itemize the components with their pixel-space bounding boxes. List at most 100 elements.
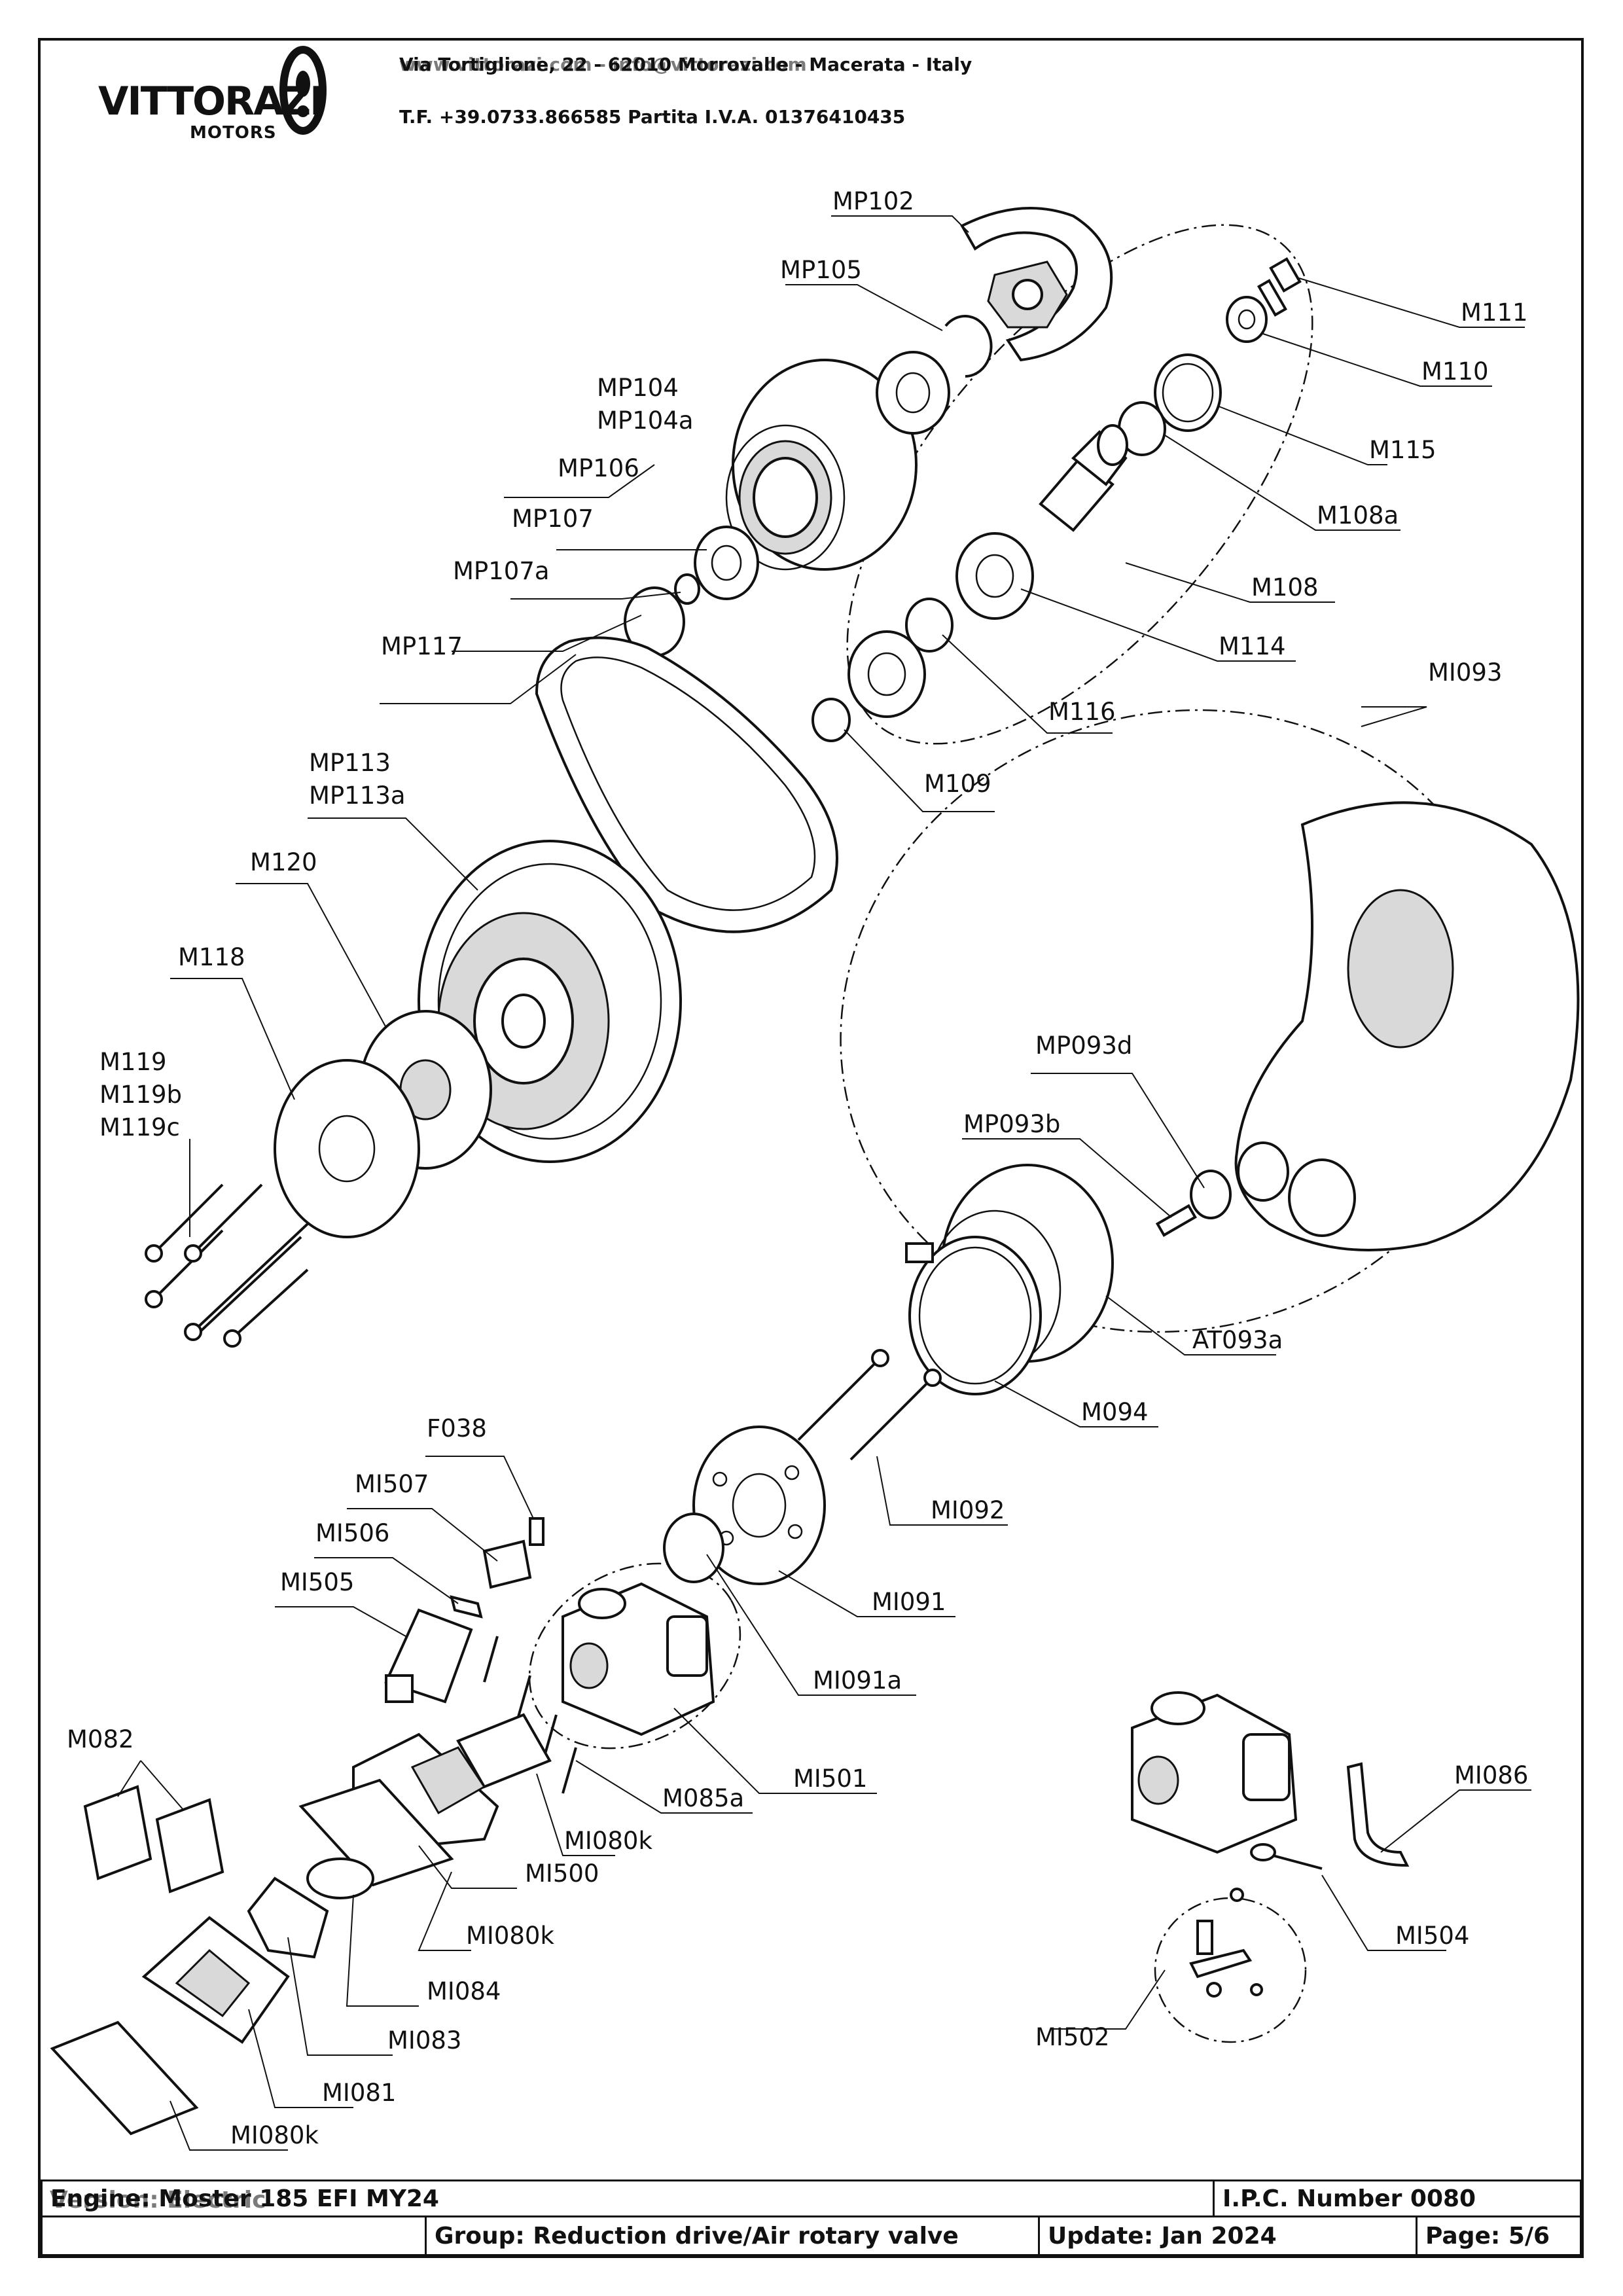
- company-web-overprint: www.vittorazi.com - info@vittorazi.com: [399, 54, 807, 75]
- callout-mp102: MP102: [832, 187, 914, 215]
- callout-m108a: M108a: [1317, 501, 1399, 529]
- reed-petals-m082-part: [83, 1785, 224, 1893]
- circlip-m109-part: [812, 698, 851, 742]
- clip-mi506-part: [450, 1595, 483, 1619]
- shaft-m108-part: [1039, 424, 1128, 532]
- bolts-m119-part: [145, 1183, 309, 1348]
- callout-m108: M108: [1251, 573, 1319, 601]
- group-name: Group: Reduction drive/Air rotary valve: [435, 2222, 959, 2250]
- bolt-m111-part: [1257, 257, 1302, 317]
- callout-mp113: MP113: [309, 749, 391, 777]
- carburetor-detail-part: [1131, 1691, 1298, 1854]
- callout-m110: M110: [1421, 357, 1489, 386]
- group-outline-clutch-shaft: [846, 224, 1313, 745]
- callout-mi091a: MI091a: [813, 1666, 902, 1695]
- o-ring-mi091a-part: [663, 1513, 724, 1583]
- injector-mi505-part: [384, 1608, 473, 1704]
- callout-mp104a: MP104a: [597, 406, 694, 435]
- hose-clamp-part: [905, 1236, 1042, 1395]
- callout-m118: M118: [178, 943, 245, 971]
- rotary-valve-housing-part: [1234, 801, 1580, 1251]
- bushing-mp093d-part: [1190, 1170, 1232, 1219]
- circlip-m115-part: [1154, 353, 1222, 432]
- callout-mi080k-a: MI080k: [564, 1827, 652, 1855]
- update-date: Update: Jan 2024: [1048, 2222, 1277, 2250]
- callout-m109: M109: [924, 770, 991, 798]
- callout-m119c: M119c: [99, 1113, 180, 1141]
- page-frame: [38, 38, 1584, 2258]
- callout-mi505: MI505: [280, 1568, 354, 1596]
- screw-mi504-part: [1250, 1843, 1323, 1870]
- reed-valve-mi081-part: [141, 1916, 290, 2044]
- engine-model: Engine: Moster 185 EFI MY24: [50, 2185, 439, 2212]
- group-outline-carburetor: [528, 1562, 741, 1749]
- logo-emblem-icon: [279, 46, 327, 135]
- callout-mp105: MP105: [780, 256, 862, 284]
- washer-m110-part: [1226, 296, 1268, 343]
- drive-belt-part: [535, 636, 838, 933]
- callout-m082: M082: [67, 1725, 134, 1753]
- callout-mi504: MI504: [1395, 1922, 1469, 1950]
- screw-f038-part: [529, 1517, 544, 1546]
- ring-mi084-part: [306, 1857, 374, 1899]
- plate-m118-part: [274, 1059, 420, 1238]
- title-block-page: Page: 5/6: [1416, 2215, 1582, 2256]
- ipc-number: I.P.C. Number 0080: [1222, 2185, 1476, 2212]
- callout-mi084: MI084: [427, 1977, 501, 2005]
- company-address: Via Tortiglione, 22 - 62010 Morrovalle -…: [399, 54, 972, 75]
- spacer-m116-part: [905, 598, 954, 653]
- company-phone-vat: T.F. +39.0733.866585 Partita I.V.A. 0137…: [399, 106, 906, 128]
- callout-mp113a: MP113a: [309, 781, 406, 810]
- reed-block-mi083-part: [247, 1876, 329, 1959]
- callout-m094: M094: [1081, 1398, 1149, 1426]
- version-overprint: Version: Electric: [50, 2187, 266, 2214]
- callout-m114: M114: [1219, 632, 1286, 660]
- bearing-mp106-part: [694, 526, 759, 600]
- callout-mp107: MP107: [512, 505, 594, 533]
- callout-mi081: MI081: [322, 2079, 396, 2107]
- callout-m111: M111: [1461, 298, 1528, 327]
- callout-mi091: MI091: [872, 1588, 946, 1616]
- callout-mi501: MI501: [793, 1765, 867, 1793]
- callout-m120: M120: [250, 848, 317, 876]
- callout-mp117: MP117: [381, 632, 463, 660]
- gasket-mi080k-a-part: [456, 1713, 552, 1789]
- bearing-upper-part: [876, 351, 950, 435]
- callout-labels: MP102 MP105 M111 M110 MP104 MP104a M115 …: [67, 187, 1528, 2149]
- title-block-update: Update: Jan 2024: [1038, 2215, 1418, 2256]
- pin-mp093b-part: [1155, 1204, 1197, 1237]
- callout-m085a: M085a: [662, 1784, 744, 1812]
- rotary-disc-part: [692, 1426, 826, 1585]
- carburetor-part: [562, 1582, 715, 1736]
- bracket-mi086-part: [1346, 1762, 1410, 1867]
- callout-mp107a: MP107a: [453, 557, 550, 585]
- clutch-drum-part: [725, 359, 918, 571]
- callout-mi500: MI500: [525, 1859, 599, 1888]
- callout-m116: M116: [1048, 698, 1116, 726]
- linkage-mi502-part: [1189, 1888, 1263, 1998]
- callout-m119: M119: [99, 1048, 167, 1076]
- callout-mp093b: MP093b: [963, 1110, 1060, 1138]
- company-logo: VITTORAZI MOTORS: [98, 45, 334, 143]
- callout-mi507: MI507: [355, 1470, 429, 1498]
- callout-mi506: MI506: [315, 1519, 389, 1547]
- callout-mi092: MI092: [931, 1496, 1005, 1524]
- callout-mi080k-c: MI080k: [230, 2121, 319, 2149]
- bearing-m114-part: [955, 532, 1034, 620]
- callout-f038: F038: [427, 1414, 487, 1443]
- page-number: Page: 5/6: [1425, 2222, 1550, 2250]
- title-block-blank: [41, 2215, 427, 2256]
- callout-mi502: MI502: [1035, 2023, 1109, 2051]
- bolts-mi092-part: [797, 1349, 942, 1461]
- callout-at093a: AT093a: [1192, 1326, 1283, 1354]
- callout-mp104: MP104: [597, 374, 679, 402]
- bearing-lower-part: [847, 630, 926, 718]
- callout-m115: M115: [1369, 436, 1436, 464]
- title-block-ipc: I.P.C. Number 0080: [1213, 2179, 1582, 2217]
- circlip-mp107-part: [674, 573, 700, 605]
- title-block-group: Group: Reduction drive/Air rotary valve: [425, 2215, 1040, 2256]
- callout-mp093d: MP093d: [1035, 1031, 1132, 1060]
- callout-mp106: MP106: [558, 454, 639, 482]
